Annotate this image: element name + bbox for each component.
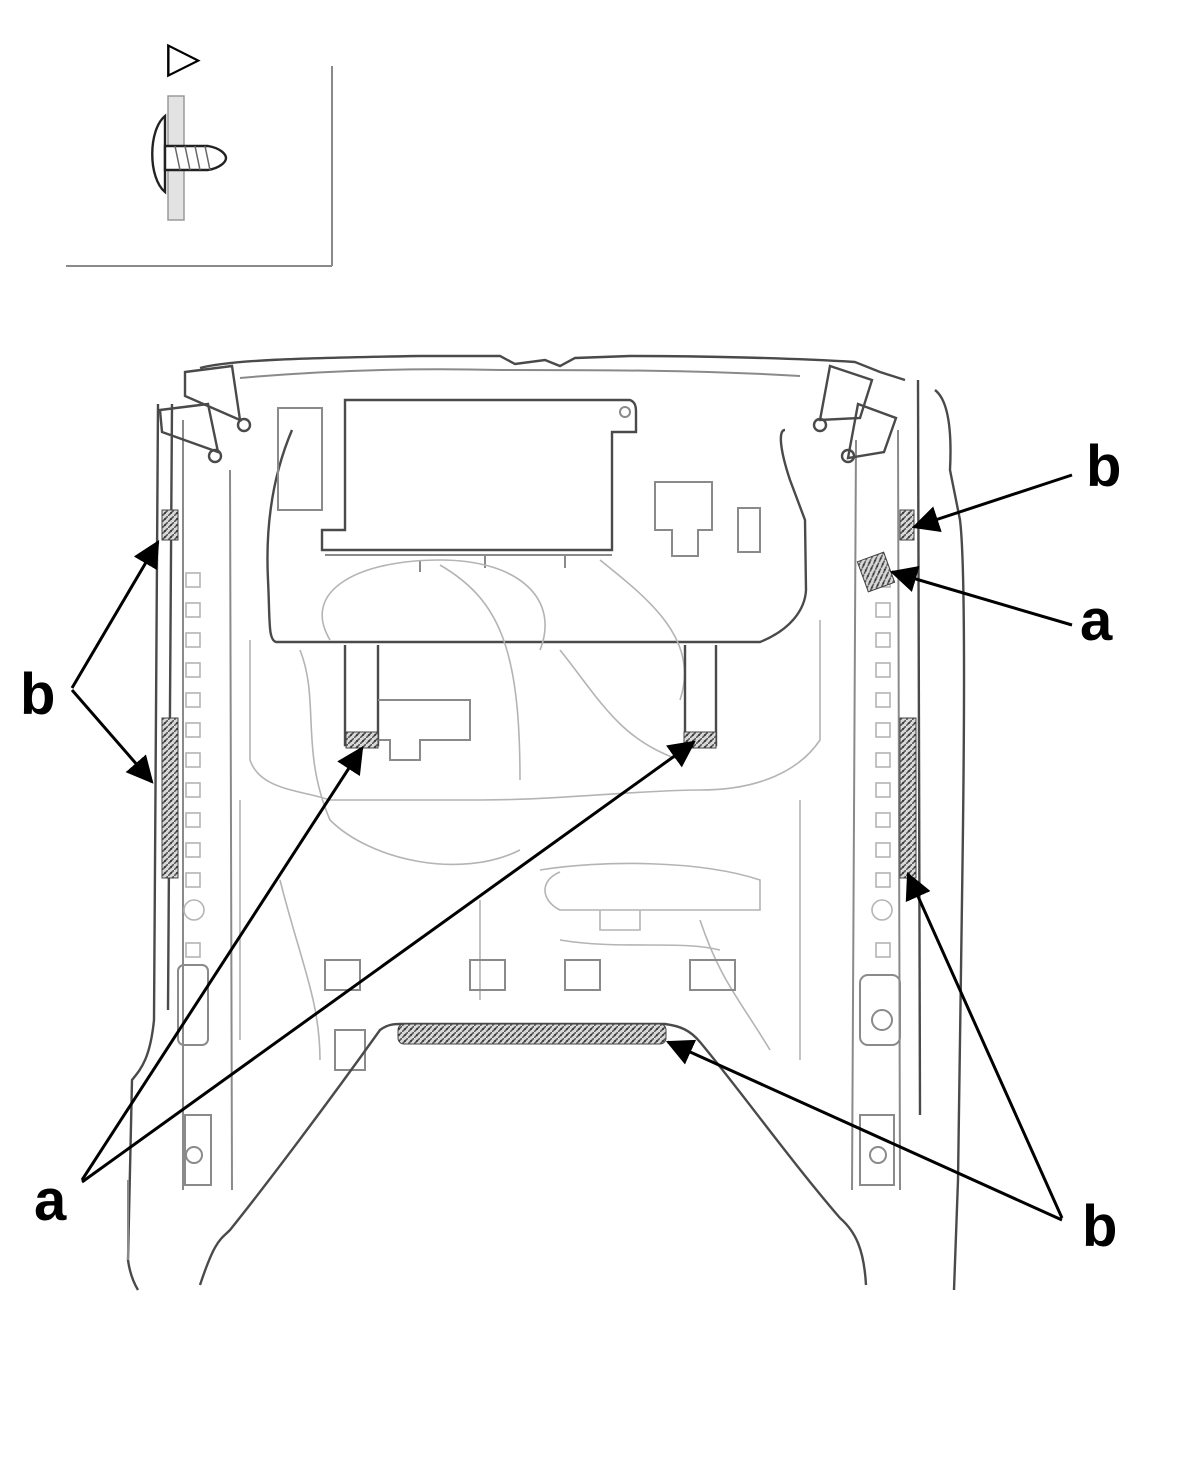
callout-labels: b b a a b bbox=[20, 434, 1121, 1259]
label-b-left: b bbox=[20, 662, 55, 727]
seat-frame bbox=[126, 354, 966, 1291]
tape-a-left bbox=[345, 731, 379, 749]
label-a-bottom-left: a bbox=[34, 1168, 67, 1233]
tape-a-right bbox=[856, 551, 896, 593]
label-a-right: a bbox=[1080, 588, 1113, 653]
label-b-right-top: b bbox=[1086, 434, 1121, 499]
screw-clip-icon bbox=[151, 95, 228, 221]
tape-b-right-upper bbox=[899, 509, 915, 541]
tape-b-left-upper bbox=[161, 509, 179, 541]
tape-b-right-lower bbox=[899, 717, 917, 879]
legend-symbol: ▷ bbox=[167, 32, 201, 83]
legend-box: ▷ bbox=[66, 32, 333, 267]
tape-b-left-lower bbox=[161, 717, 179, 879]
callout-arrows bbox=[70, 473, 1073, 1222]
tape-b-bottom bbox=[397, 1023, 667, 1045]
hatched-areas bbox=[161, 509, 917, 1045]
label-b-bottom-right: b bbox=[1082, 1194, 1117, 1259]
